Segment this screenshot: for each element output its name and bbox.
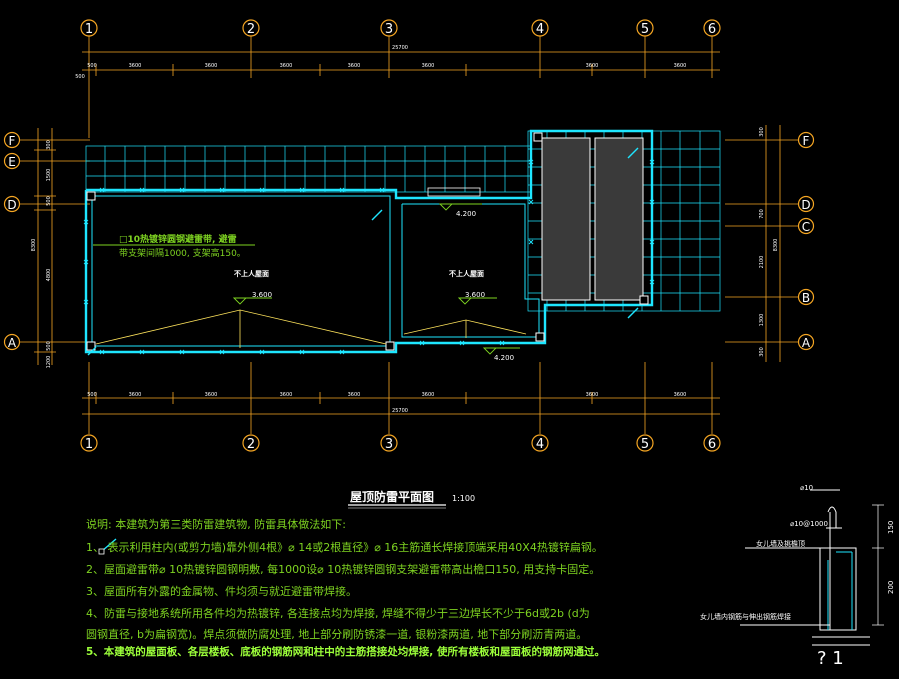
roof-ridge-lines [95,309,527,348]
hatched-roof-panels [541,137,644,301]
left-dim: 500 [46,341,52,351]
roof-label-right: 不上人屋面 [449,269,484,278]
bottom-total-dim: 25700 [392,408,408,414]
detail-dim-upper: 150 [887,521,895,534]
left-dim: 1200 [46,356,52,369]
right-axis-label-d: D [801,198,810,212]
top-span-dim: 3600 [422,63,435,69]
left-total-dim: 8300 [31,239,37,252]
bottom-axis-bubbles [80,434,721,452]
lightning-strip-outline [84,129,654,354]
note-2: 2、屋面避雷带⌀ 10热镀锌圆钢明敷, 每1000设⌀ 10热镀锌圆钢支架避雷带… [86,563,601,576]
support-marks [83,159,655,355]
bottom-axis-label-2: 2 [247,437,255,452]
wall-label: 女儿墙及挑檐顶 [756,539,805,548]
bottom-span-dim: 3600 [586,392,599,398]
elevation-triangles [232,203,520,355]
left-dim: 1500 [46,169,52,182]
bottom-span-dim: 3600 [129,392,142,398]
right-axis-label-b: B [802,291,810,305]
roof-label-left: 不上人屋面 [234,269,269,278]
diagonal-arrows [87,147,639,356]
detail-dim-lower: 200 [887,581,895,594]
right-dim: 1300 [759,314,765,327]
top-axis-label-4: 4 [536,22,544,37]
bottom-dimension-lines [82,362,720,434]
right-total-dim: 8300 [773,239,779,252]
left-axis-label-a: A [8,336,17,350]
top-axis-label-1: 1 [85,22,93,37]
parapet-detail-dims [872,504,884,626]
down-conductor-markers [86,132,649,351]
right-dim: 300 [759,127,765,137]
left-dim: 4800 [46,269,52,282]
top-span-dim: 3600 [348,63,361,69]
top-axis-label-6: 6 [708,22,716,37]
bottom-axis-label-5: 5 [641,437,649,452]
top-tag-dim: 500 [75,74,85,80]
top-axis-bubbles [80,19,721,37]
elevation-bottom: 4.200 [494,354,514,362]
top-dimension-lines [82,36,720,138]
bottom-span-dim: 3600 [674,392,687,398]
top-total-dim: 25700 [392,45,408,51]
right-dim: 2100 [759,256,765,269]
left-dim: 300 [46,140,52,150]
drawing-title: 屋顶防雷平面图 [350,489,434,504]
top-span-dim: 3600 [586,63,599,69]
parapet-detail [740,489,870,646]
right-dimension-lines [725,125,798,362]
skylight-opening [427,187,481,197]
canopy-mesh-left [85,145,532,193]
top-axis-label-5: 5 [641,22,649,37]
elevation-top: 4.200 [456,210,476,218]
note-4: 4、防雷与接地系统所用各件均为热镀锌, 各连接点均为焊接, 焊缝不得少于三边焊长… [86,607,590,620]
top-axis-label-3: 3 [385,22,393,37]
left-axis-label-f: F [9,134,16,148]
left-axis-label-d: D [7,198,16,212]
right-axis-label-a: A [802,336,811,350]
right-axis-label-c: C [802,220,810,234]
bottom-axis-label-1: 1 [85,437,93,452]
bottom-span-dim: 3600 [422,392,435,398]
left-dimension-lines [20,128,90,365]
callout-line-2: 带支架间隔1000, 支架高150。 [119,247,246,259]
bottom-span-dim: 3600 [280,392,293,398]
bottom-axis-label-4: 4 [536,437,544,452]
right-dim: 700 [759,209,765,219]
top-span-dim: 500 [87,63,97,69]
left-dim: 500 [46,196,52,206]
note-5: 5、本建筑的屋面板、各层楼板、底板的钢筋网和柱中的主筋搭接处均焊接, 使所有楼板… [86,646,605,658]
elevation-mid: 3.600 [465,291,485,299]
note-3: 3、屋面所有外露的金属物、件均须与就近避雷带焊接。 [86,585,357,598]
bottom-span-dim: 500 [87,392,97,398]
elevation-left: 3.600 [252,291,272,299]
notes-intro: 说明: 本建筑为第三类防雷建筑物, 防雷具体做法如下: [86,518,346,531]
top-span-dim: 3600 [205,63,218,69]
note-4-cont: 圆钢直径, b为扁钢宽)。焊点须做防腐处理, 地上部分刷防锈漆一道, 银粉漆两道… [86,628,588,641]
bottom-axis-label-6: 6 [708,437,716,452]
drawing-scale: 1:100 [452,494,475,503]
top-span-dim: 3600 [129,63,142,69]
left-axis-label-e: E [8,155,16,169]
note-1: 1、 表示利用柱内(或剪力墙)靠外侧4根》⌀ 14或2根直径》⌀ 16主筋通长焊… [86,541,603,554]
top-span-dim: 3600 [280,63,293,69]
top-span-dim: 3600 [674,63,687,69]
support-label: ⌀10@1000 [790,520,828,528]
right-dim: 300 [759,347,765,357]
left-axis-bubbles [3,131,21,351]
bottom-span-dim: 3600 [205,392,218,398]
bottom-axis-label-3: 3 [385,437,393,452]
bottom-span-dim: 3600 [348,392,361,398]
rod-label: ⌀10 [800,484,813,492]
weld-label: 女儿墙内钢筋与伸出钢筋焊接 [700,612,791,621]
callout-line-1: □10热镀锌圆钢避雷带, 避雷 [119,233,237,245]
right-axis-label-f: F [803,134,810,148]
top-axis-label-2: 2 [247,22,255,37]
down-conductor-icon [98,538,117,555]
right-axis-bubbles [797,131,815,351]
detail-mark: ? 1 [817,648,844,669]
